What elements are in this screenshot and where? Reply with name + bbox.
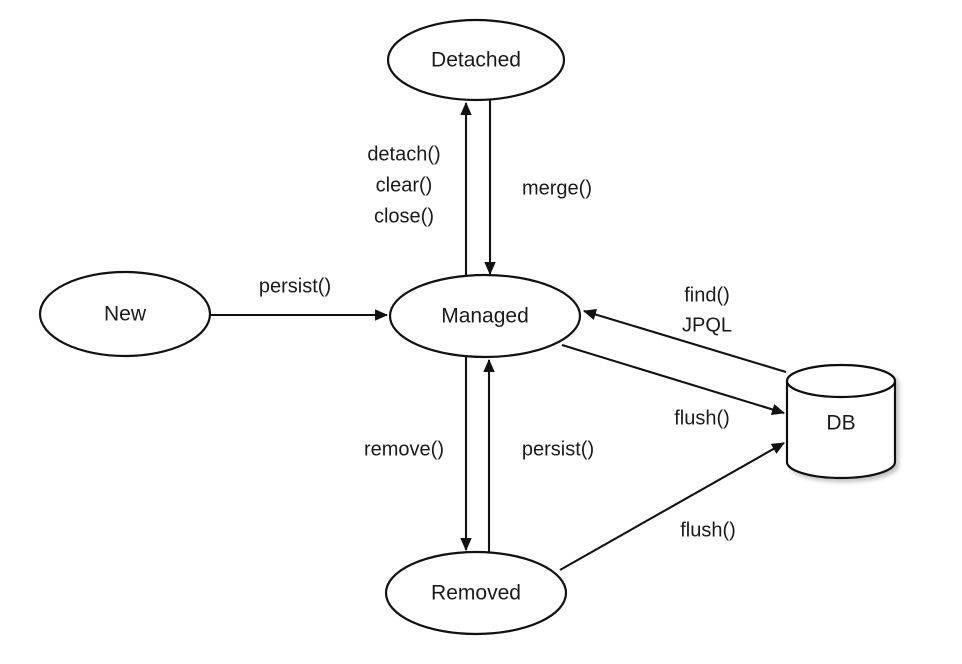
managed-label: Managed	[441, 305, 529, 328]
edge-db-to-managed: find() JPQL	[583, 284, 787, 374]
edge-managed-to-removed: remove()	[364, 357, 472, 552]
edge-label-remove: remove()	[364, 438, 444, 460]
edge-new-to-managed: persist()	[210, 275, 389, 321]
edge-detached-to-managed: merge()	[484, 100, 592, 276]
node-db[interactable]: DB	[785, 363, 897, 480]
detached-label: Detached	[431, 49, 521, 72]
node-managed[interactable]: Managed	[388, 273, 582, 359]
edge-label-flush-managed: flush()	[674, 407, 730, 429]
edge-label-clear: clear()	[376, 174, 433, 196]
edge-label-flush-removed: flush()	[680, 519, 736, 541]
edge-label-jpql: JPQL	[682, 314, 732, 336]
edge-removed-to-managed: persist()	[483, 358, 594, 556]
edge-label-persist-new: persist()	[259, 275, 331, 297]
db-label: DB	[826, 412, 855, 435]
node-new[interactable]: New	[38, 270, 212, 358]
edge-removed-to-db: flush()	[559, 442, 785, 571]
edge-label-close: close()	[374, 205, 434, 227]
edge-managed-to-db: flush()	[561, 343, 785, 429]
edge-label-detach: detach()	[367, 143, 440, 165]
db-cylinder-body[interactable]	[785, 379, 897, 480]
new-label: New	[104, 303, 147, 326]
edge-label-merge: merge()	[522, 177, 592, 199]
edge-managed-to-detached: detach() clear() close()	[367, 101, 472, 277]
db-cylinder-top	[785, 363, 897, 399]
new-ellipse[interactable]	[38, 270, 212, 358]
edge-label-find: find()	[684, 284, 730, 306]
detached-ellipse[interactable]	[386, 18, 566, 102]
removed-label: Removed	[431, 582, 521, 605]
node-removed[interactable]: Removed	[384, 550, 568, 636]
edge-label-persist-removed: persist()	[522, 438, 594, 460]
node-detached[interactable]: Detached	[386, 18, 566, 102]
managed-ellipse[interactable]	[388, 273, 582, 359]
removed-ellipse[interactable]	[384, 550, 568, 636]
